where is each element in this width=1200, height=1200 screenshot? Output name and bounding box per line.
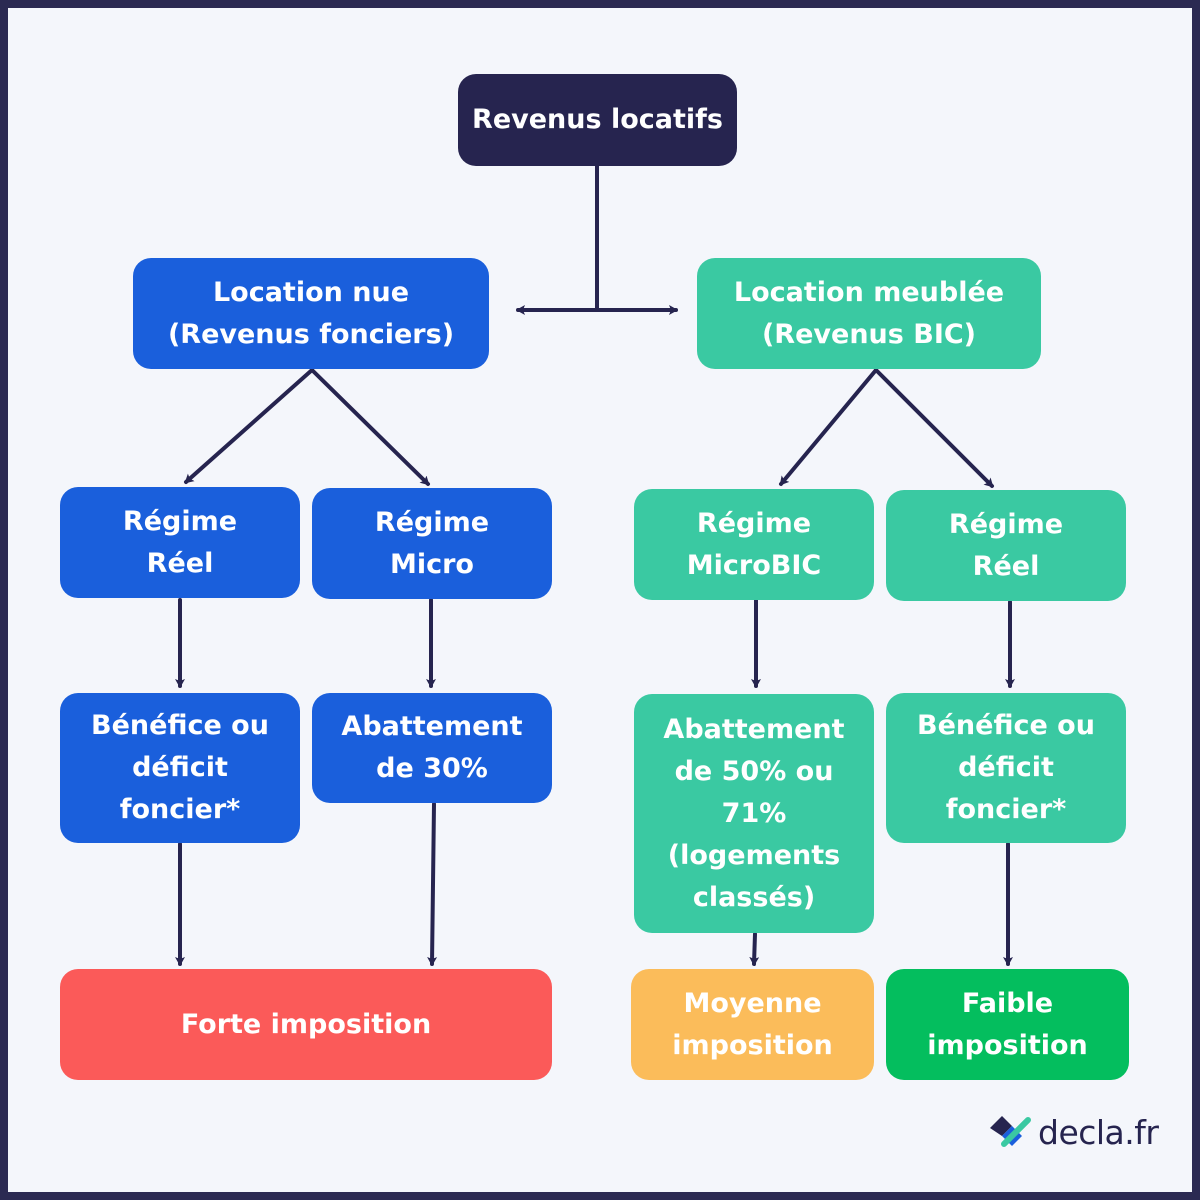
node-meublee-abattement-50-71-label: Abattement de 50% ou 71% (logements clas… <box>663 713 845 913</box>
arrow-nue-to-micro <box>310 368 430 486</box>
arrow-abattement30-to-forte <box>427 802 438 966</box>
arrow-meublee-to-microbic <box>779 368 878 486</box>
node-nue-regime-micro-label: Régime Micro <box>374 506 490 580</box>
arrow-meublee-to-reel <box>874 368 994 488</box>
node-meublee-regime-reel: Régime Réel <box>886 490 1126 601</box>
node-moyenne-imposition: Moyenne imposition <box>631 969 874 1080</box>
node-meublee-regime-microbic: Régime MicroBIC <box>634 489 874 600</box>
node-forte-imposition-label: Forte imposition <box>180 1008 432 1040</box>
decla-logo-icon <box>990 1116 1031 1147</box>
arrow-abattement50-to-moyenne <box>749 932 760 966</box>
node-meublee-benefice-deficit: Bénéfice ou déficit foncier* <box>886 693 1126 843</box>
node-revenus-locatifs-label: Revenus locatifs <box>472 104 723 135</box>
node-meublee-regime-microbic-label: Régime MicroBIC <box>686 507 822 581</box>
node-moyenne-imposition-label: Moyenne imposition <box>672 987 833 1061</box>
node-faible-imposition: Faible imposition <box>886 969 1129 1080</box>
node-nue-regime-micro: Régime Micro <box>312 488 552 599</box>
node-faible-imposition-label: Faible imposition <box>927 987 1088 1061</box>
node-nue-benefice-deficit-label: Bénéfice ou déficit foncier* <box>91 710 269 825</box>
node-forte-imposition: Forte imposition <box>60 969 552 1080</box>
node-meublee-abattement-50-71: Abattement de 50% ou 71% (logements clas… <box>634 694 874 933</box>
node-nue-abattement-30-label: Abattement de 30% <box>341 711 523 784</box>
decla-logo-text: decla.fr <box>1038 1112 1159 1152</box>
node-location-meublee-label: Location meublée (Revenus BIC) <box>733 276 1005 350</box>
node-revenus-locatifs: Revenus locatifs <box>458 74 737 166</box>
node-meublee-benefice-deficit-label: Bénéfice ou déficit foncier* <box>917 710 1095 825</box>
node-nue-regime-reel: Régime Réel <box>60 487 300 598</box>
node-meublee-regime-reel-label: Régime Réel <box>948 508 1064 582</box>
node-location-nue: Location nue (Revenus fonciers) <box>133 258 489 369</box>
decla-logo: decla.fr <box>988 1110 1159 1154</box>
node-nue-abattement-30: Abattement de 30% <box>312 693 552 803</box>
node-nue-regime-reel-label: Régime Réel <box>122 505 238 579</box>
node-location-nue-label: Location nue (Revenus fonciers) <box>167 276 455 350</box>
node-location-meublee: Location meublée (Revenus BIC) <box>697 258 1041 369</box>
node-nue-benefice-deficit: Bénéfice ou déficit foncier* <box>60 693 300 843</box>
arrow-nue-to-reel <box>184 368 314 484</box>
